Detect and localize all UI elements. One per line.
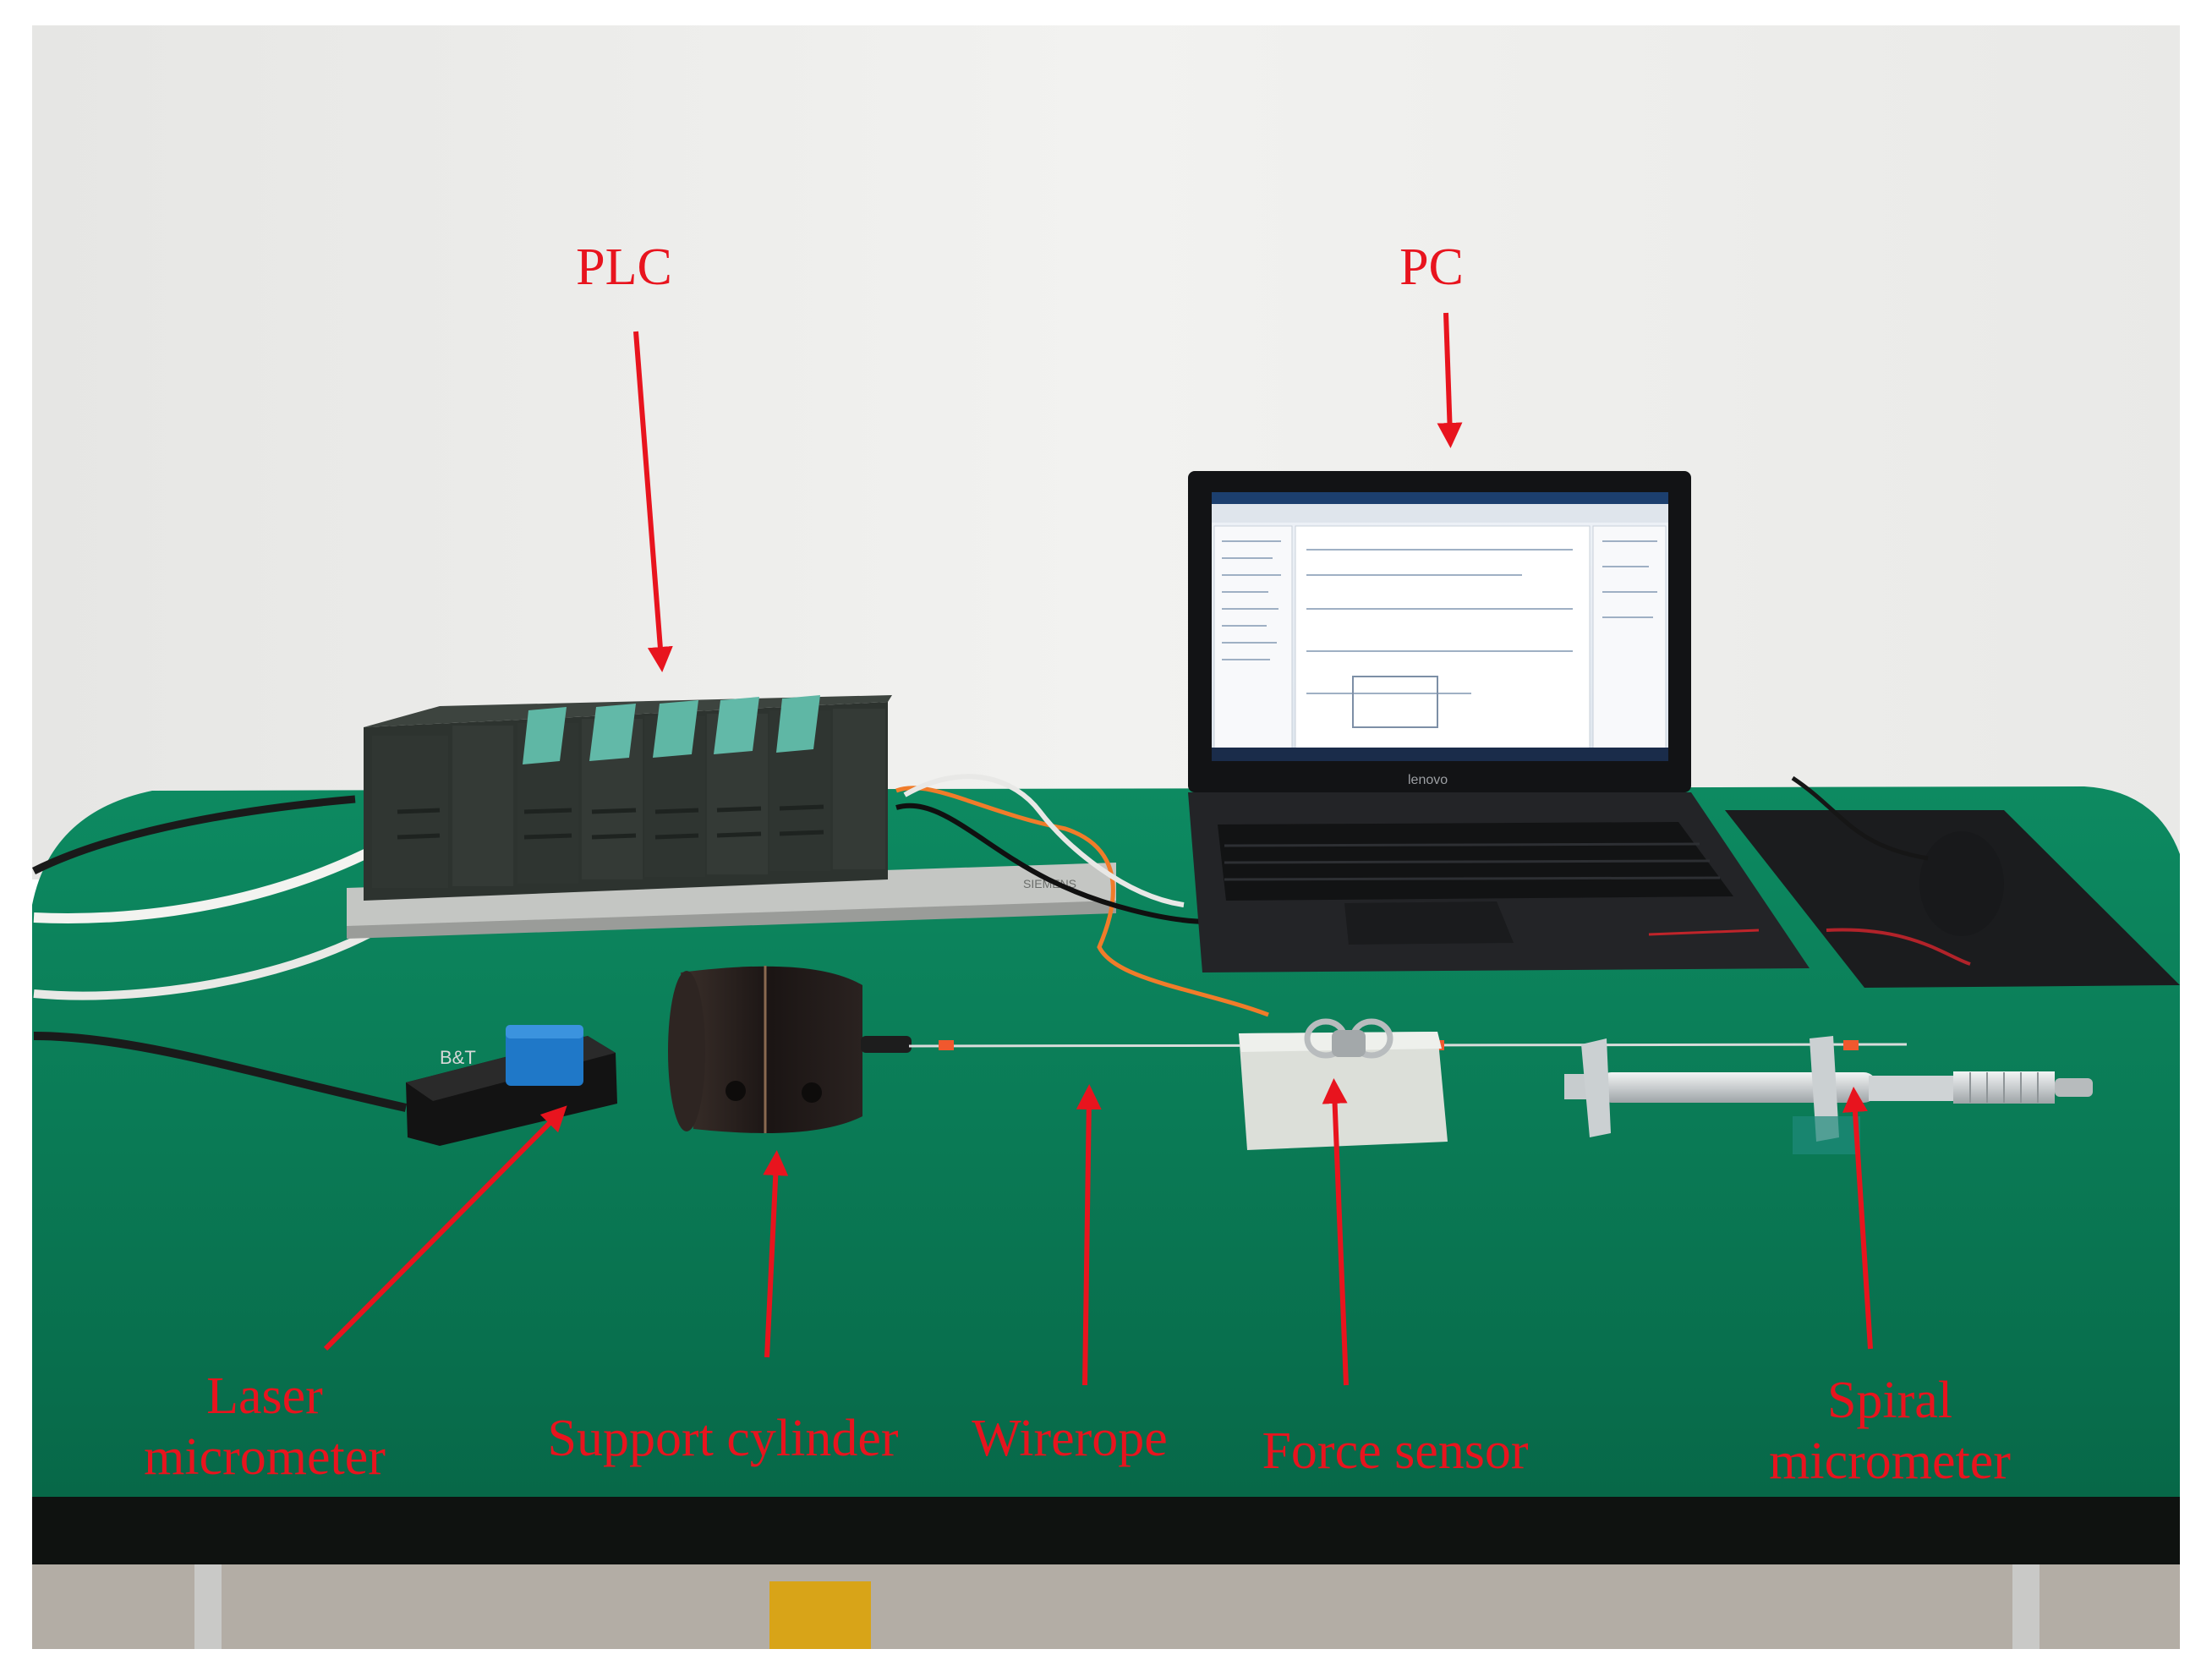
mouse	[1919, 831, 2004, 936]
force-sensor	[1239, 1018, 1448, 1150]
plc-rack: SIEMENS	[364, 695, 1076, 901]
arrow-pc	[1437, 312, 1463, 448]
laptop: lenovo	[1188, 471, 1810, 972]
wall	[32, 25, 2180, 879]
label-pc: PC	[1399, 238, 1464, 296]
support-cylinder	[668, 966, 912, 1133]
laptop-brand-text: lenovo	[1408, 773, 1448, 787]
label-laser-micrometer: Laser micrometer	[144, 1366, 386, 1487]
table-edge	[32, 1497, 2180, 1564]
label-laser-micrometer-line2: micrometer	[144, 1428, 386, 1486]
label-wirerope: Wirerope	[972, 1410, 1168, 1467]
spiral-micrometer	[1564, 1036, 2093, 1154]
label-spiral-micrometer-line2: micrometer	[1769, 1433, 2011, 1490]
label-plc: PLC	[576, 238, 672, 296]
label-spiral-micrometer: Spiral micrometer	[1769, 1370, 2011, 1492]
arrow-laser-micrometer	[323, 1105, 567, 1351]
laser-micrometer: B&T	[406, 1025, 617, 1146]
arrow-wirerope	[1076, 1084, 1102, 1386]
arrow-plc	[633, 331, 673, 672]
annotation-arrows	[323, 312, 1873, 1386]
arrow-force-sensor	[1322, 1078, 1349, 1386]
label-force-sensor: Force sensor	[1262, 1422, 1529, 1480]
label-laser-micrometer-line1: Laser	[206, 1367, 323, 1425]
arrow-spiral-micrometer	[1842, 1087, 1873, 1350]
laser-brand-text: B&T	[440, 1047, 476, 1068]
arrow-support-cylinder	[763, 1150, 789, 1358]
label-support-cylinder: Support cylinder	[547, 1410, 899, 1467]
label-spiral-micrometer-line1: Spiral	[1826, 1372, 1953, 1429]
